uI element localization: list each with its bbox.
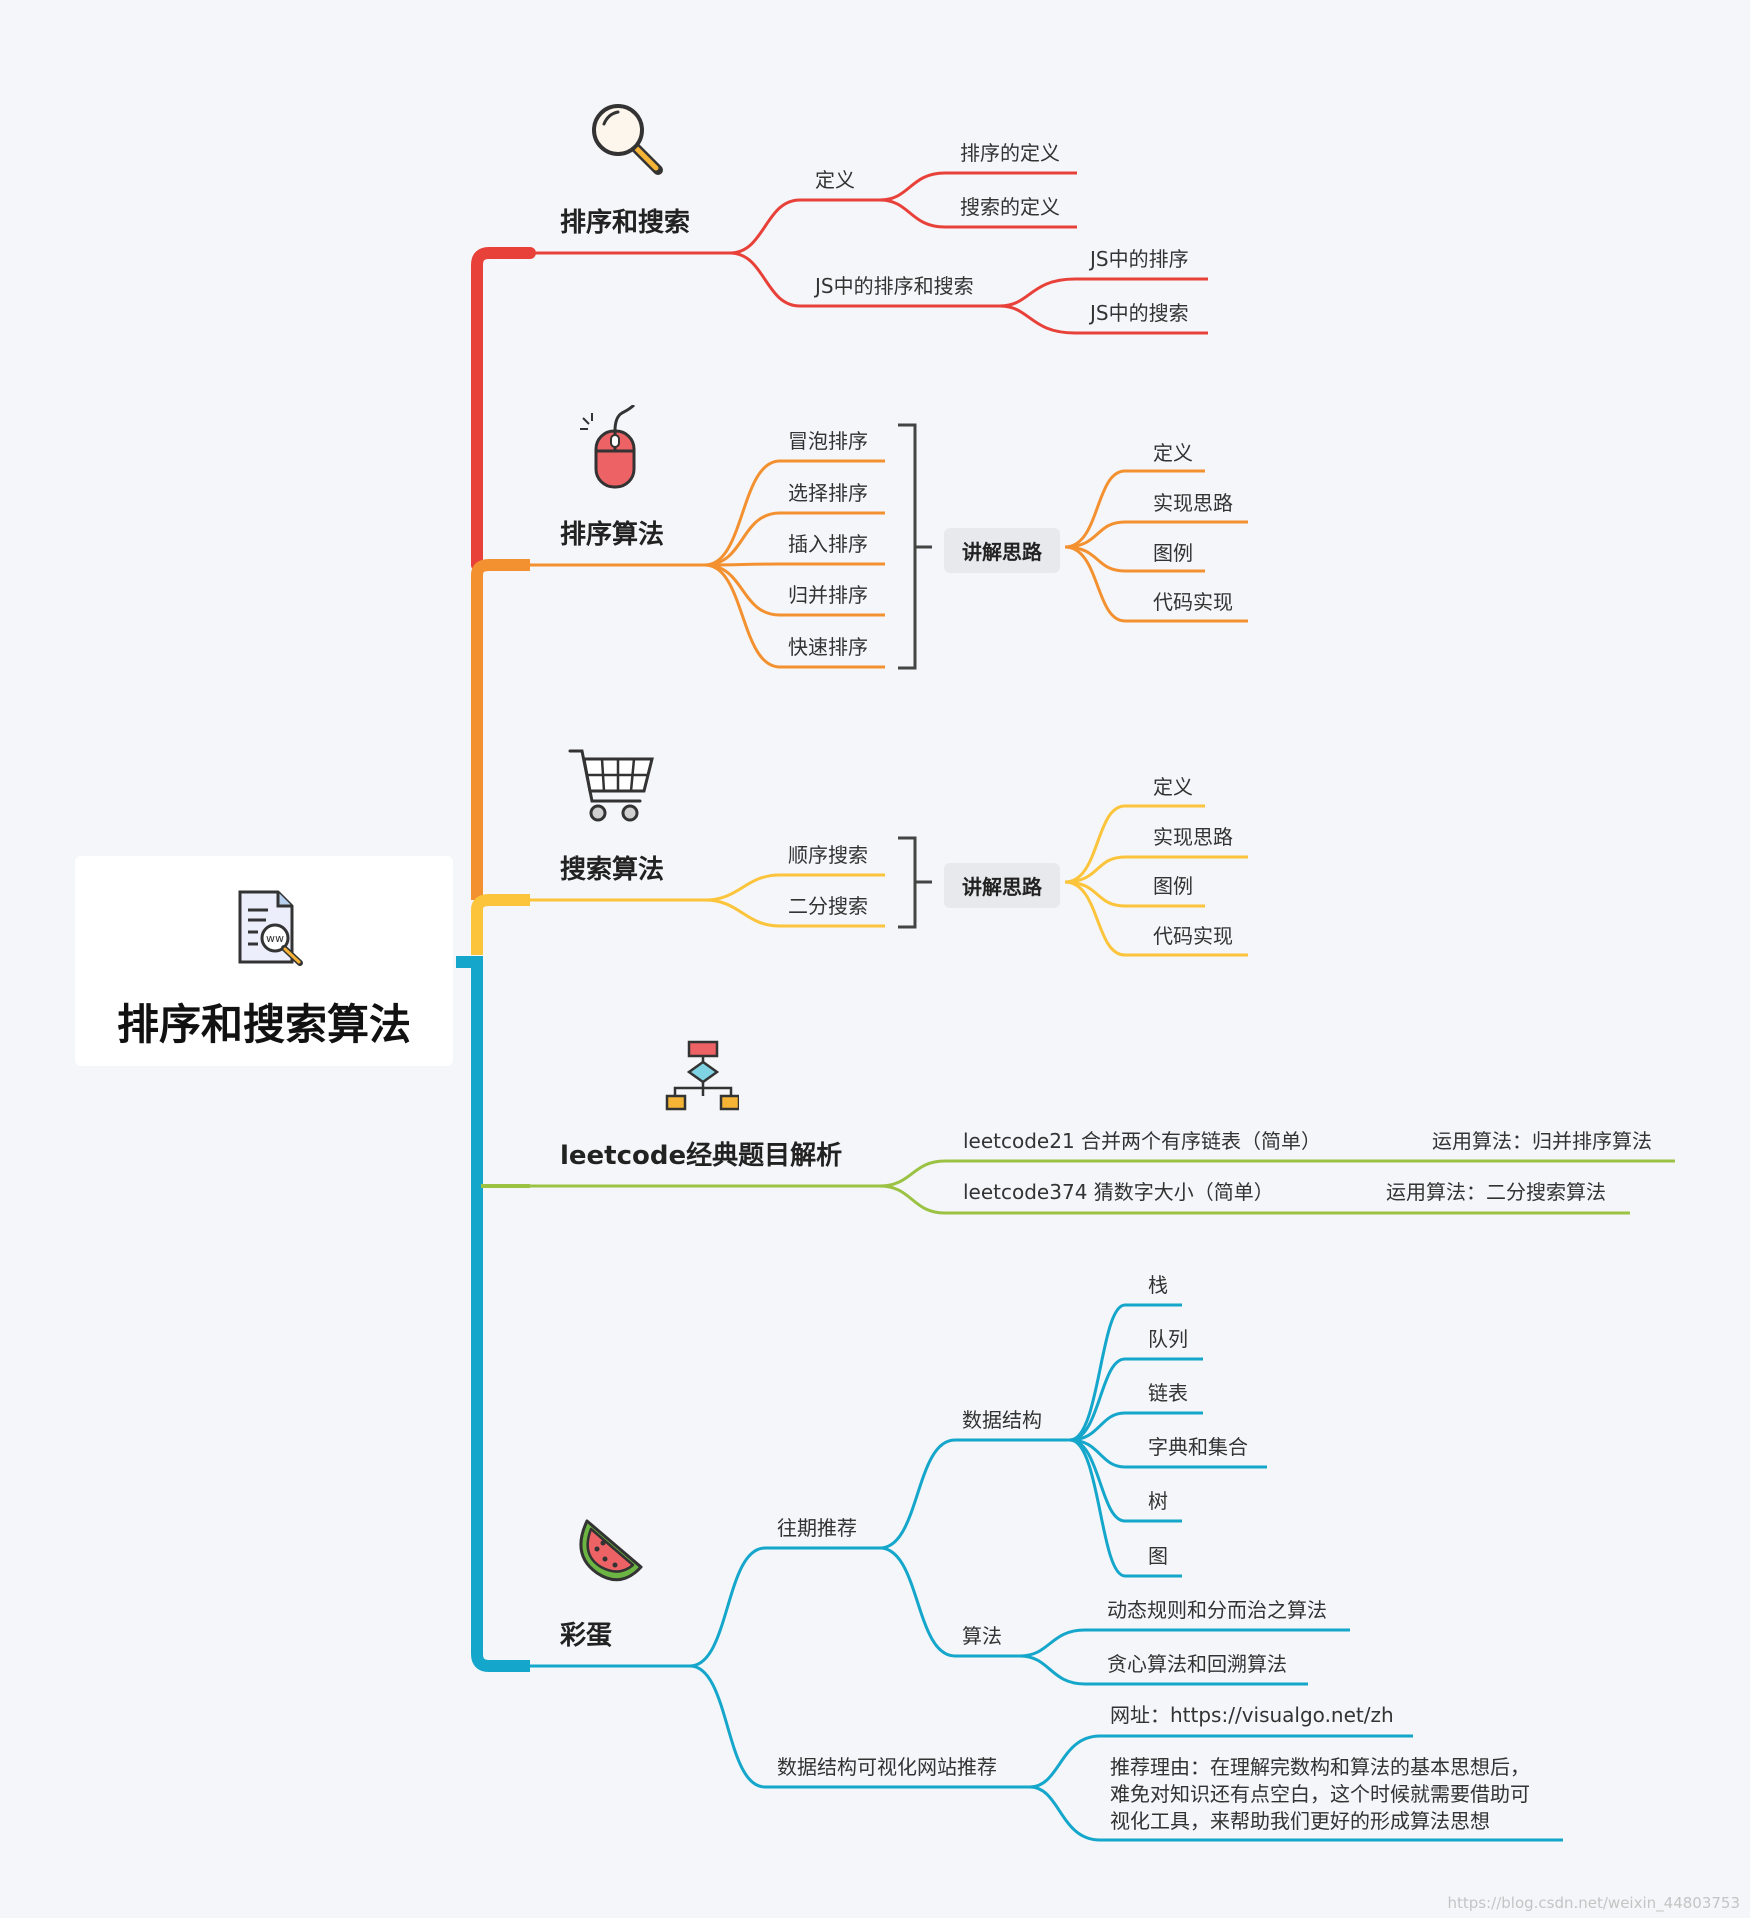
node-ds-graph[interactable]: 图 [1148, 1544, 1168, 1568]
mouse-icon [580, 405, 636, 489]
trunk-blue [456, 956, 530, 1672]
shopping-cart-icon [568, 749, 654, 822]
branch-title-search-algorithms[interactable]: 搜索算法 [560, 855, 665, 885]
flowchart-icon [665, 1040, 739, 1111]
node-sort-summary-illustration[interactable]: 图例 [1153, 541, 1193, 565]
trunk-orange [471, 559, 530, 900]
branch-title-leetcode[interactable]: leetcode经典题目解析 [560, 1141, 843, 1171]
node-search-summary-definition[interactable]: 定义 [1153, 775, 1193, 799]
node-sort-summary-code[interactable]: 代码实现 [1153, 590, 1233, 614]
node-algo-dynamic-divide[interactable]: 动态规则和分而治之算法 [1107, 1598, 1327, 1622]
summary-explanation-search[interactable]: 讲解思路 [944, 863, 1060, 908]
node-visualization-sites[interactable]: 数据结构可视化网站推荐 [777, 1755, 997, 1779]
node-ds-queue[interactable]: 队列 [1148, 1327, 1188, 1351]
node-search-summary-idea[interactable]: 实现思路 [1153, 825, 1233, 849]
root-node[interactable]: ww 排序和搜索算法 [75, 856, 453, 1066]
node-search-summary-illustration[interactable]: 图例 [1153, 874, 1193, 898]
node-leetcode21[interactable]: leetcode21 合并两个有序链表（简单） [963, 1129, 1322, 1153]
branch-title-sort-and-search[interactable]: 排序和搜索 [560, 208, 691, 238]
node-selection-sort[interactable]: 选择排序 [788, 481, 868, 505]
node-sort-summary-definition[interactable]: 定义 [1153, 441, 1193, 465]
node-sort-summary-idea[interactable]: 实现思路 [1153, 491, 1233, 515]
node-ds-tree[interactable]: 树 [1148, 1489, 1168, 1513]
node-data-structures[interactable]: 数据结构 [962, 1408, 1042, 1432]
node-merge-sort[interactable]: 归并排序 [788, 583, 868, 607]
node-quick-sort[interactable]: 快速排序 [788, 635, 868, 659]
root-title: 排序和搜索算法 [116, 1000, 411, 1049]
reason-line: 推荐理由：在理解完数构和算法的基本思想后， [1110, 1755, 1530, 1779]
node-visualgo-url[interactable]: 网址：https://visualgo.net/zh [1110, 1703, 1394, 1727]
svg-text:ww: ww [266, 932, 284, 945]
node-leetcode21-note[interactable]: 运用算法：归并排序算法 [1432, 1129, 1652, 1153]
node-binary-search[interactable]: 二分搜索 [788, 894, 868, 918]
web-document-search-icon: ww [238, 890, 303, 966]
node-leetcode374-note[interactable]: 运用算法：二分搜索算法 [1386, 1180, 1606, 1204]
node-insertion-sort[interactable]: 插入排序 [788, 532, 868, 556]
reason-line: 难免对知识还有点空白，这个时候就需要借助可 [1110, 1782, 1530, 1806]
node-algo-greedy-backtracking[interactable]: 贪心算法和回溯算法 [1107, 1652, 1287, 1676]
node-algorithms[interactable]: 算法 [962, 1624, 1002, 1648]
node-js-sort[interactable]: JS中的排序 [1090, 247, 1189, 271]
magnifier-icon [592, 104, 663, 175]
summary-explanation-sort[interactable]: 讲解思路 [944, 528, 1060, 573]
branch-title-easter-egg[interactable]: 彩蛋 [560, 1621, 613, 1651]
node-recommend-reason[interactable]: 推荐理由：在理解完数构和算法的基本思想后， 难免对知识还有点空白，这个时候就需要… [1110, 1754, 1570, 1835]
node-past-recommendations[interactable]: 往期推荐 [777, 1516, 857, 1540]
node-ds-linked-list[interactable]: 链表 [1148, 1381, 1188, 1405]
trunk-yellow [471, 894, 530, 955]
node-ds-stack[interactable]: 栈 [1148, 1273, 1168, 1297]
node-ds-dictionary-set[interactable]: 字典和集合 [1148, 1435, 1248, 1459]
node-leetcode374[interactable]: leetcode374 猜数字大小（简单） [963, 1180, 1274, 1204]
node-definition[interactable]: 定义 [815, 168, 855, 192]
node-bubble-sort[interactable]: 冒泡排序 [788, 429, 868, 453]
branch-title-sort-algorithms[interactable]: 排序算法 [560, 520, 665, 550]
node-sort-definition[interactable]: 排序的定义 [960, 141, 1060, 165]
node-js-sort-search[interactable]: JS中的排序和搜索 [815, 274, 974, 298]
reason-line: 视化工具，来帮助我们更好的形成算法思想 [1110, 1809, 1490, 1833]
watermelon-icon [579, 1519, 643, 1582]
trunk-red [471, 247, 536, 571]
watermark: https://blog.csdn.net/weixin_44803753 [1447, 1894, 1740, 1912]
node-sequential-search[interactable]: 顺序搜索 [788, 843, 868, 867]
node-js-search[interactable]: JS中的搜索 [1090, 301, 1189, 325]
node-search-summary-code[interactable]: 代码实现 [1153, 924, 1233, 948]
node-search-definition[interactable]: 搜索的定义 [960, 195, 1060, 219]
